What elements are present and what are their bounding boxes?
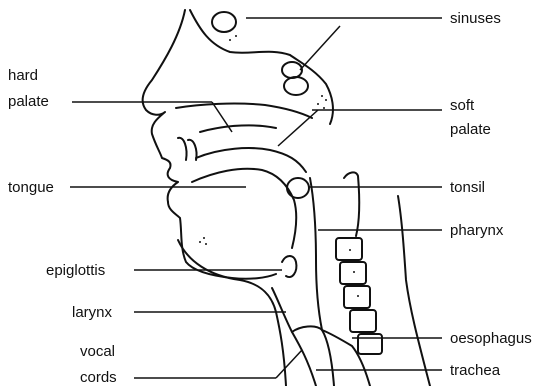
- label-tonsil: tonsil: [450, 179, 485, 196]
- lower-jaw: [168, 202, 276, 279]
- label-sinuses: sinuses: [450, 10, 501, 27]
- upper-teeth: [178, 138, 197, 160]
- neck-back: [398, 196, 430, 386]
- larynx-shape: [272, 288, 316, 386]
- label-vocal-cords-2: cords: [80, 369, 117, 386]
- tongue-shape: [192, 169, 296, 248]
- label-trachea: trachea: [450, 362, 501, 379]
- tissue-stipple: [199, 35, 359, 297]
- label-soft-palate-2: palate: [450, 121, 491, 138]
- label-pharynx: pharynx: [450, 222, 504, 239]
- vertebrae: [336, 172, 382, 354]
- label-epiglottis: epiglottis: [46, 262, 105, 279]
- label-tongue: tongue: [8, 179, 54, 196]
- leader-lines: [70, 18, 442, 378]
- label-oesophagus: oesophagus: [450, 330, 532, 347]
- nasal-cavity: [190, 10, 333, 124]
- label-vocal-cords-1: vocal: [80, 343, 115, 360]
- label-hard-palate-1: hard: [8, 67, 38, 84]
- label-soft-palate-1: soft: [450, 97, 475, 114]
- label-hard-palate-2: palate: [8, 93, 49, 110]
- face-profile: [143, 10, 185, 202]
- hard-palate-shape: [176, 104, 312, 118]
- pharynx-wall: [310, 178, 322, 330]
- label-larynx: larynx: [72, 304, 113, 321]
- epiglottis-shape: [282, 256, 296, 277]
- tonsil-shape: [287, 178, 309, 198]
- sinus-cavities: [212, 12, 308, 95]
- neck-front: [178, 240, 286, 386]
